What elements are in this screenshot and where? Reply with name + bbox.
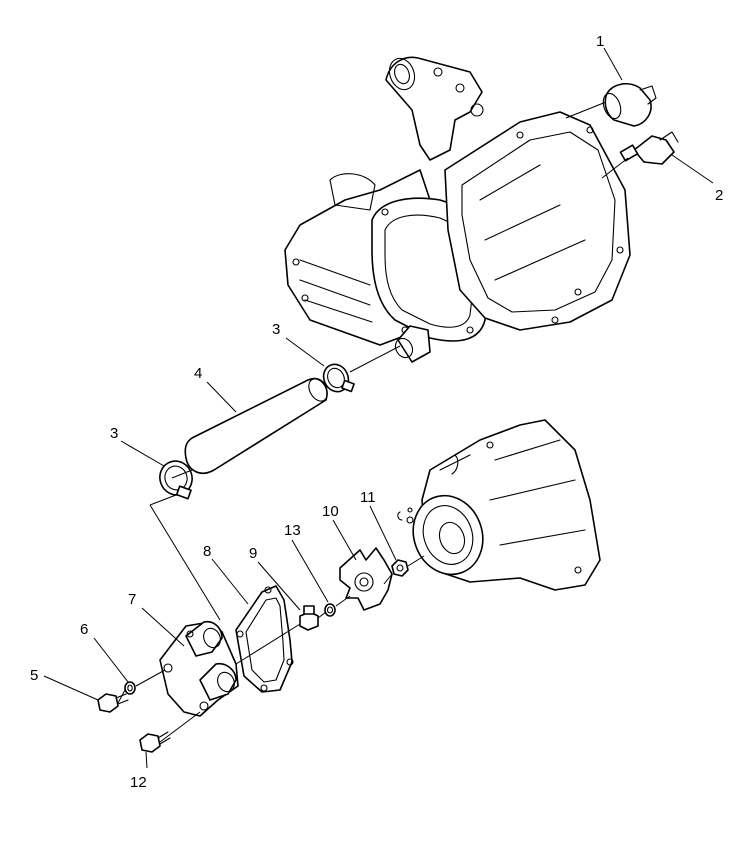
callout-10: 10 bbox=[322, 503, 339, 520]
crankcase-cover bbox=[397, 419, 601, 591]
callout-2: 2 bbox=[715, 187, 723, 204]
callout-9: 9 bbox=[249, 545, 257, 562]
callout-8: 8 bbox=[203, 543, 211, 560]
part-6-washer bbox=[124, 681, 136, 695]
callout-3-lower: 3 bbox=[110, 425, 118, 442]
callout-12: 12 bbox=[130, 774, 147, 791]
callout-13: 13 bbox=[284, 522, 301, 539]
part-4-coolant-hose bbox=[184, 377, 328, 474]
callout-5: 5 bbox=[30, 667, 38, 684]
part-5-bolt bbox=[97, 693, 129, 713]
part-2-temperature-sensor bbox=[619, 131, 679, 165]
callout-labels: 1 2 3 4 3 5 6 7 8 9 13 10 11 12 bbox=[30, 33, 723, 791]
cylinder-head-assembly bbox=[284, 56, 631, 363]
part-3-hose-clamp-lower bbox=[159, 460, 193, 500]
part-7-pump-cover bbox=[159, 620, 239, 717]
callout-7: 7 bbox=[128, 591, 136, 608]
assembly-lines bbox=[117, 101, 629, 743]
part-10-impeller bbox=[339, 547, 393, 611]
part-1-sender-unit bbox=[602, 83, 657, 127]
part-8-gasket bbox=[235, 585, 294, 693]
callout-3-upper: 3 bbox=[272, 321, 280, 338]
callout-4: 4 bbox=[194, 365, 202, 382]
leader-lines bbox=[43, 47, 714, 769]
part-11-nut bbox=[391, 559, 409, 577]
callout-11: 11 bbox=[360, 489, 376, 506]
part-12-bolt bbox=[139, 731, 171, 753]
part-3-hose-clamp-upper bbox=[322, 363, 355, 393]
callout-1: 1 bbox=[596, 33, 604, 50]
part-9-drain-bolt bbox=[299, 605, 319, 631]
part-13-washer bbox=[324, 603, 336, 617]
callout-6: 6 bbox=[80, 621, 88, 638]
